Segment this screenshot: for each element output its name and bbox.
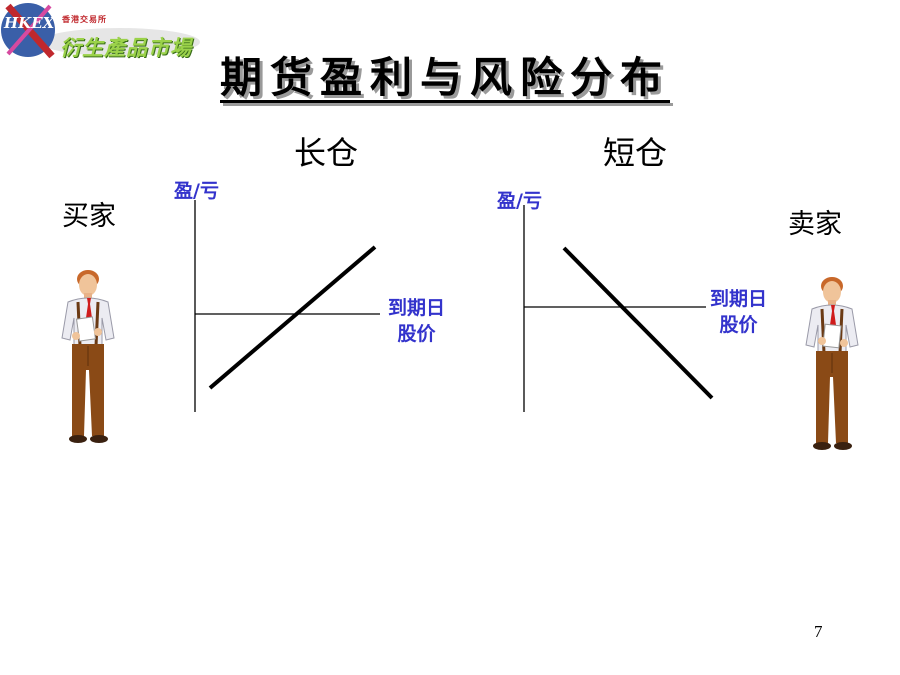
short-x-axis-label: 到期日 股价 (710, 286, 767, 338)
buyer-figure-icon (61, 270, 115, 443)
long-x-axis-label: 到期日 股价 (388, 295, 445, 347)
long-payoff-diagram (194, 200, 380, 412)
hkex-logo: HKEX 香港交易所 衍生產品市場 (0, 0, 210, 62)
short-payoff-diagram (523, 205, 714, 412)
logo-exchange-name: 香港交易所 (62, 15, 107, 24)
logo-mark-icon (1, 3, 200, 59)
seller-figure-icon (805, 277, 859, 450)
page-number: 7 (814, 622, 823, 641)
logo-market-name: 衍生產品市場 (60, 35, 192, 60)
buyer-label: 买家 (62, 201, 116, 232)
long-x-axis-label-line1: 到期日 (388, 297, 446, 319)
short-x-axis-label-line2: 股价 (719, 314, 758, 336)
seller-label: 卖家 (788, 209, 842, 240)
long-position-heading: 长仓 (294, 134, 359, 172)
long-y-axis-label: 盈/亏 (174, 180, 219, 202)
short-x-axis-label-line1: 到期日 (710, 288, 768, 310)
logo-mark-text: HKEX (4, 14, 55, 32)
page-title: 期货盈利与风险分布 (220, 53, 671, 102)
short-payoff-line (562, 246, 714, 400)
short-y-axis-label: 盈/亏 (497, 190, 542, 212)
long-x-axis-label-line2: 股价 (397, 323, 436, 345)
long-payoff-line (208, 245, 377, 390)
short-position-heading: 短仓 (603, 134, 668, 172)
